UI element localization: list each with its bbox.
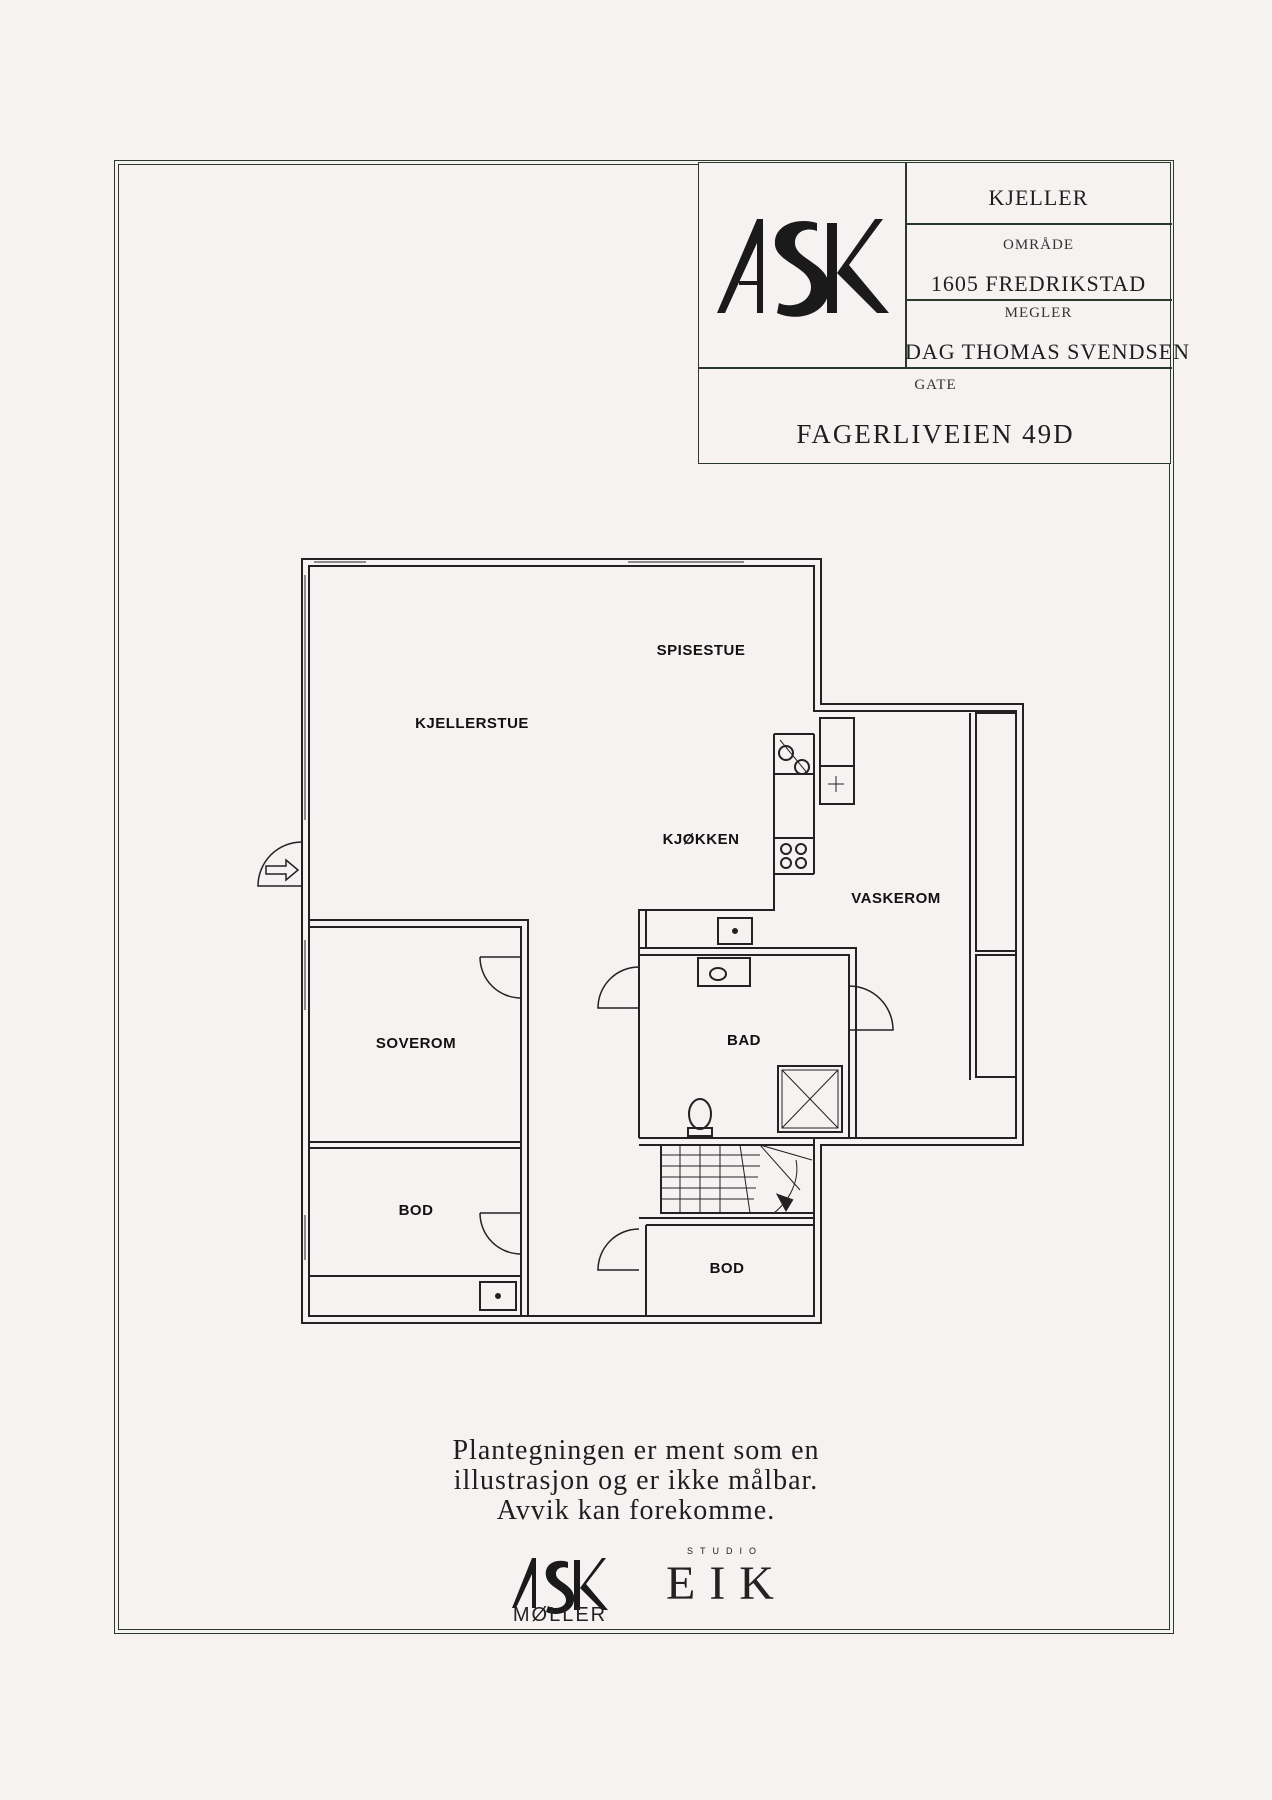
moller-wordmark: MØLLER — [512, 1604, 608, 1626]
ask-moller-logo — [512, 1558, 608, 1615]
room-label-bod-right: BOD — [710, 1260, 745, 1277]
agent-value: DAG THOMAS SVENDSEN — [905, 339, 1191, 364]
room-label-vaskerom: VASKEROM — [851, 890, 941, 907]
outer-wall-inner — [308, 565, 1017, 1317]
room-label-bod-left: BOD — [399, 1202, 434, 1219]
room-label-spisestue: SPISESTUE — [657, 642, 746, 659]
eik-wordmark: EIK — [666, 1557, 788, 1610]
title-block: KJELLER OMRÅDE 1605 FREDRIKSTAD MEGLER D… — [698, 162, 1191, 464]
room-label-kjokken: KJØKKEN — [663, 831, 740, 848]
disclaimer-line-3: Avvik kan forekomme. — [496, 1495, 776, 1526]
disclaimer: Plantegningen er ment som en illustrasjo… — [300, 1436, 972, 1526]
floor-name: KJELLER — [988, 185, 1089, 210]
outer-wall — [301, 558, 1024, 1324]
studio-wordmark: STUDIO — [686, 1546, 763, 1556]
street-label: GATE — [914, 377, 957, 393]
outer-frame — [114, 160, 1174, 1634]
disclaimer-line-1: Plantegningen er ment som en — [452, 1435, 820, 1466]
street-value: FAGERLIVEIEN 49D — [796, 419, 1075, 449]
room-label-bad: BAD — [727, 1032, 761, 1049]
agent-label: MEGLER — [1004, 305, 1073, 321]
disclaimer-line-2: illustrasjon og er ikke målbar. — [453, 1465, 819, 1496]
room-label-kjellerstue: KJELLERSTUE — [415, 715, 529, 732]
ask-logo — [717, 219, 889, 317]
area-value: 1605 FREDRIKSTAD — [930, 271, 1147, 296]
room-label-soverom: SOVEROM — [376, 1035, 456, 1052]
area-label: OMRÅDE — [1002, 237, 1074, 253]
inner-frame — [118, 164, 1170, 1630]
